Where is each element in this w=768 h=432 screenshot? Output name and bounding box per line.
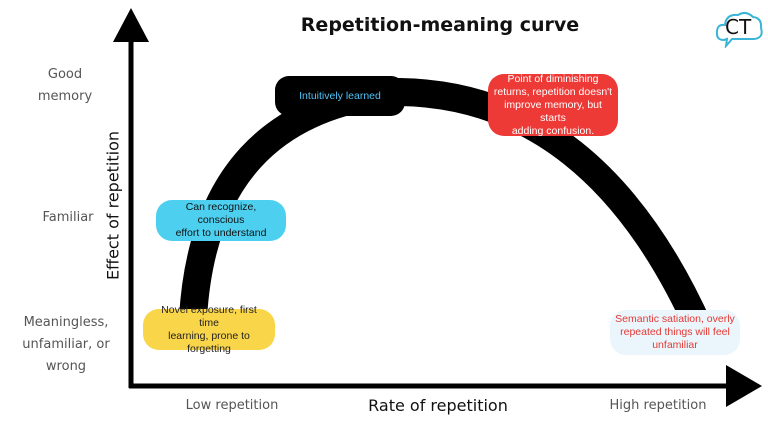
stage-diminishing: Point of diminishing returns, repetition… [488, 72, 618, 137]
stage-satiation-line3: unfamiliar [652, 339, 698, 351]
stage-diminishing-line2: returns, repetition doesn't [493, 85, 613, 98]
x-axis-arrow [726, 365, 762, 407]
logo-text: CT [725, 15, 752, 39]
stage-diminishing-line1: Point of diminishing [507, 72, 599, 85]
stage-novel: Novel exposure, first time learning, pro… [143, 304, 275, 355]
stage-diminishing-line4: adding confusion. [511, 124, 595, 137]
y-level-good: Good memory [30, 64, 100, 108]
y-level-familiar-line1: Familiar [42, 210, 94, 225]
stage-satiation: Semantic satiation, overly repeated thin… [610, 310, 740, 355]
stage-novel-line2: learning, prone to forgetting [168, 329, 250, 355]
stage-diminishing-line3: improve memory, but starts [504, 98, 602, 124]
stage-satiation-line2: repeated things will feel [620, 326, 730, 338]
stage-recognize-line2: effort to understand [175, 227, 267, 239]
ct-logo: CT [714, 6, 764, 50]
y-level-meaningless-line3: wrong [45, 359, 87, 374]
y-axis-title: Effect of repetition [103, 130, 123, 281]
y-level-meaningless: Meaningless, unfamiliar, or wrong [14, 312, 118, 378]
page-title: Repetition-meaning curve [300, 14, 580, 36]
y-axis-arrow [113, 8, 149, 42]
stage-recognize-line1: Can recognize, conscious [185, 201, 257, 226]
y-level-meaningless-line1: Meaningless, [23, 315, 109, 330]
x-label-low: Low repetition [185, 398, 279, 413]
y-level-familiar: Familiar [28, 207, 108, 229]
stage-intuitive: Intuitively learned [275, 76, 405, 116]
x-label-high: High repetition [609, 398, 707, 413]
x-axis-title: Rate of repetition [368, 396, 508, 415]
stage-satiation-line1: Semantic satiation, overly [615, 313, 735, 325]
stage-recognize: Can recognize, conscious effort to under… [156, 200, 286, 241]
y-level-good-line1: Good [47, 67, 83, 82]
y-level-meaningless-line2: unfamiliar, or [22, 337, 110, 352]
stage-novel-line1: Novel exposure, first time [161, 303, 257, 329]
y-level-good-line2: memory [37, 89, 93, 104]
stage-intuitive-line1: Intuitively learned [299, 89, 381, 102]
cloud-icon [715, 11, 763, 50]
